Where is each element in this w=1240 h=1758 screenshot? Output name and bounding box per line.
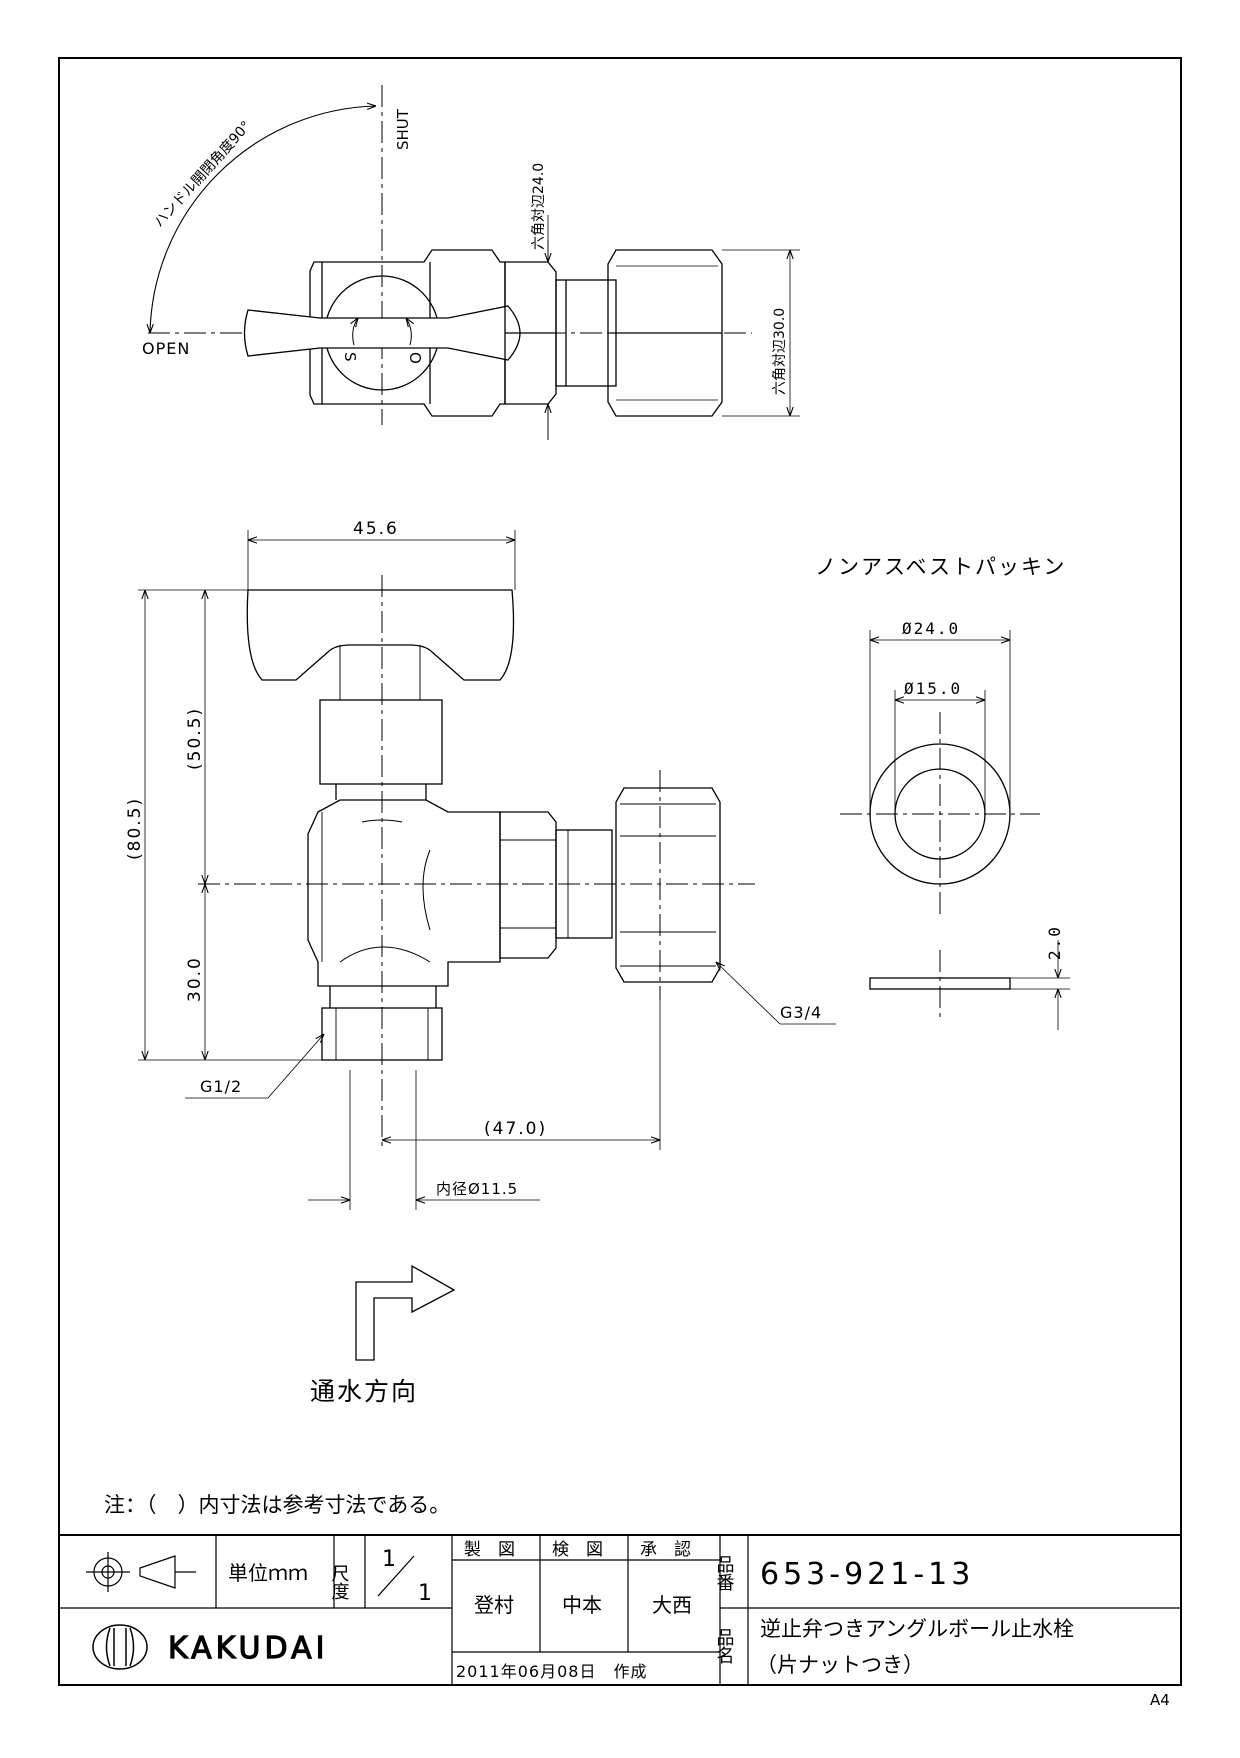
kakudai-logo-icon <box>92 1624 148 1670</box>
thread-outlet-label: G3/4 <box>780 1003 822 1022</box>
front-view <box>138 530 836 1210</box>
part-name-label: 品名 <box>714 1628 735 1664</box>
gasket-view <box>840 630 1070 1030</box>
front-view-labels: 45.6 (80.5) (50.5) 30.0 (47.0) 内径Ø11.5 G… <box>125 519 822 1198</box>
top-view <box>148 85 800 440</box>
flow-direction-label: 通水方向 <box>310 1377 418 1406</box>
part-no-label: 品番 <box>714 1555 735 1591</box>
brand-name: KAKUDAI <box>168 1631 328 1666</box>
dim-lower: 30.0 <box>185 956 205 1002</box>
unit-label: 単位ｍｍ <box>228 1561 308 1585</box>
gasket-inner-dia: Ø15.0 <box>904 679 962 698</box>
thread-inlet-label: G1/2 <box>200 1077 242 1096</box>
dim-total: (80.5) <box>125 797 145 860</box>
mark-o: O <box>406 352 424 364</box>
dim-offset: (47.0) <box>484 1119 547 1139</box>
hex-small-label: 六角対辺24.0 <box>531 163 547 250</box>
gasket-outer-dia: Ø24.0 <box>902 619 960 638</box>
date-created: 2011年06月08日 作成 <box>456 1662 647 1681</box>
name-approved: 大西 <box>652 1593 692 1617</box>
inner-dia-label: 内径Ø11.5 <box>436 1180 518 1198</box>
gasket-labels: ノンアスベストパッキン Ø24.0 Ø15.0 2.0 <box>815 555 1066 960</box>
hex-large-label: 六角対辺30.0 <box>772 308 788 395</box>
part-no: 653-921-13 <box>760 1557 974 1592</box>
dim-width: 45.6 <box>353 519 399 539</box>
gasket-title: ノンアスベストパッキン <box>815 555 1066 579</box>
part-name-line-1: 逆止弁つきアングルボール止水栓 <box>760 1617 1074 1641</box>
name-checked: 中本 <box>562 1593 602 1617</box>
scale-numerator: 1 <box>382 1547 396 1572</box>
drawing-frame <box>58 57 1182 1686</box>
scale-label: 尺度 <box>329 1564 350 1600</box>
mark-s: S <box>341 352 359 362</box>
flow-direction-arrow <box>355 1264 456 1361</box>
dim-upper: (50.5) <box>185 707 205 770</box>
gasket-thickness: 2.0 <box>1045 925 1064 960</box>
paper-size: A4 <box>1150 1691 1170 1709</box>
label-shut: SHUT <box>394 108 412 150</box>
col-approved: 承 認 <box>640 1540 691 1560</box>
third-angle-projection-icon <box>86 1552 196 1592</box>
scale-denominator: 1 <box>418 1581 432 1606</box>
handle-angle-label: ハンドル開閉角度90° <box>151 118 254 230</box>
name-made: 登村 <box>474 1593 514 1617</box>
col-made: 製 図 <box>464 1540 515 1560</box>
title-block <box>59 1534 1181 1685</box>
title-block-text: 単位ｍｍ 尺度 1 1 製 図 検 図 承 認 登村 中本 大西 2011年06… <box>167 1540 1170 1709</box>
part-name-line-2: （片ナットつき） <box>756 1653 924 1677</box>
drawing-note: 注：（ ）内寸法は参考寸法である。 <box>104 1493 450 1517</box>
label-open: OPEN <box>142 339 190 358</box>
col-checked: 検 図 <box>552 1540 603 1560</box>
